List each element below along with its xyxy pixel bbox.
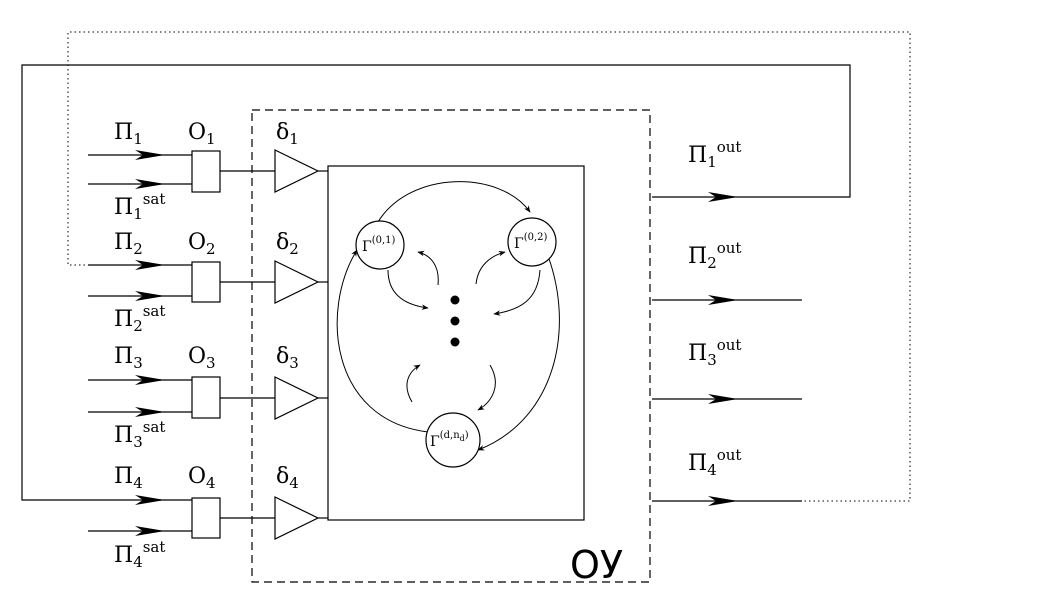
arc-gd-to-g01 [336,249,429,433]
pi-out-label-1: Π1out [688,138,741,171]
curve-g02-to-dots [493,269,541,316]
curve-gd-to-dots [477,364,496,411]
ellipsis-dot-3 [450,337,460,347]
pi-label-4: Π4 [114,464,143,492]
pi-out-label-3: Π3out [688,336,741,369]
node-gd: Γ(d,nd) [425,412,481,468]
input-channel-4: Π4 Π4sat O4 δ4 [88,464,328,571]
pi-sat-label-1: Π1sat [114,190,165,223]
curve-g02-self [475,250,506,285]
curve-g01-to-dots [387,269,429,310]
delta-label-1: δ1 [276,120,299,148]
pi-sat-label-4: Π4sat [114,538,165,571]
pi-out-label-4: Π4out [688,446,741,479]
amplifier-triangle-2 [274,260,320,304]
input-channel-3: Π3 Π3sat O3 δ3 [88,344,328,451]
dotted-feedback-line [67,31,911,502]
input-channel-1: Π1 Π1sat O1 δ1 [88,120,328,223]
arc-g02-to-gd [477,255,560,451]
solid-feedback-line [21,64,851,501]
delta-label-4: δ4 [276,464,299,492]
process-block [327,165,585,521]
observer-block-4 [191,497,221,539]
input-channel-2: Π2 Π2sat O2 δ2 [88,230,328,335]
ellipsis-dot-1 [450,295,460,305]
o-label-3: O3 [188,344,216,372]
node-g02: Γ(0,2) [507,217,557,267]
o-label-1: O1 [188,120,216,148]
pi-label-1: Π1 [114,120,143,148]
curve-g01-self [417,250,439,286]
observer-block-3 [191,376,221,419]
output-channel-2: Π2out [652,239,802,305]
o-label-4: O4 [188,464,216,492]
arc-g01-to-g02 [377,181,531,223]
svg-text:Γ(0,2): Γ(0,2) [514,232,548,252]
object-boundary [251,109,651,583]
svg-text:Γ(0,1): Γ(0,1) [362,235,396,255]
pi-sat-label-3: Π3sat [114,418,165,451]
curve-gd-self [406,364,421,403]
observer-block-2 [191,261,221,303]
pi-label-2: Π2 [114,230,143,258]
amplifier-triangle-1 [274,149,320,193]
ellipsis-dot-2 [450,316,460,326]
amplifier-triangle-4 [274,496,320,540]
observer-block-1 [191,150,221,193]
amplifier-triangle-3 [274,376,320,420]
svg-text:Γ(d,nd): Γ(d,nd) [430,430,469,450]
output-channel-3: Π3out [652,336,802,404]
ou-label: ОУ [570,543,623,587]
delta-label-3: δ3 [276,344,299,372]
pi-label-3: Π3 [114,344,143,372]
o-label-2: O2 [188,230,216,258]
output-channel-1: Π1out [652,138,741,202]
output-channel-4: Π4out [652,446,802,506]
delta-label-2: δ2 [276,230,299,258]
pi-sat-label-2: Π2sat [114,302,165,335]
node-g01: Γ(0,1) [355,220,405,270]
pi-out-label-2: Π2out [688,239,741,272]
